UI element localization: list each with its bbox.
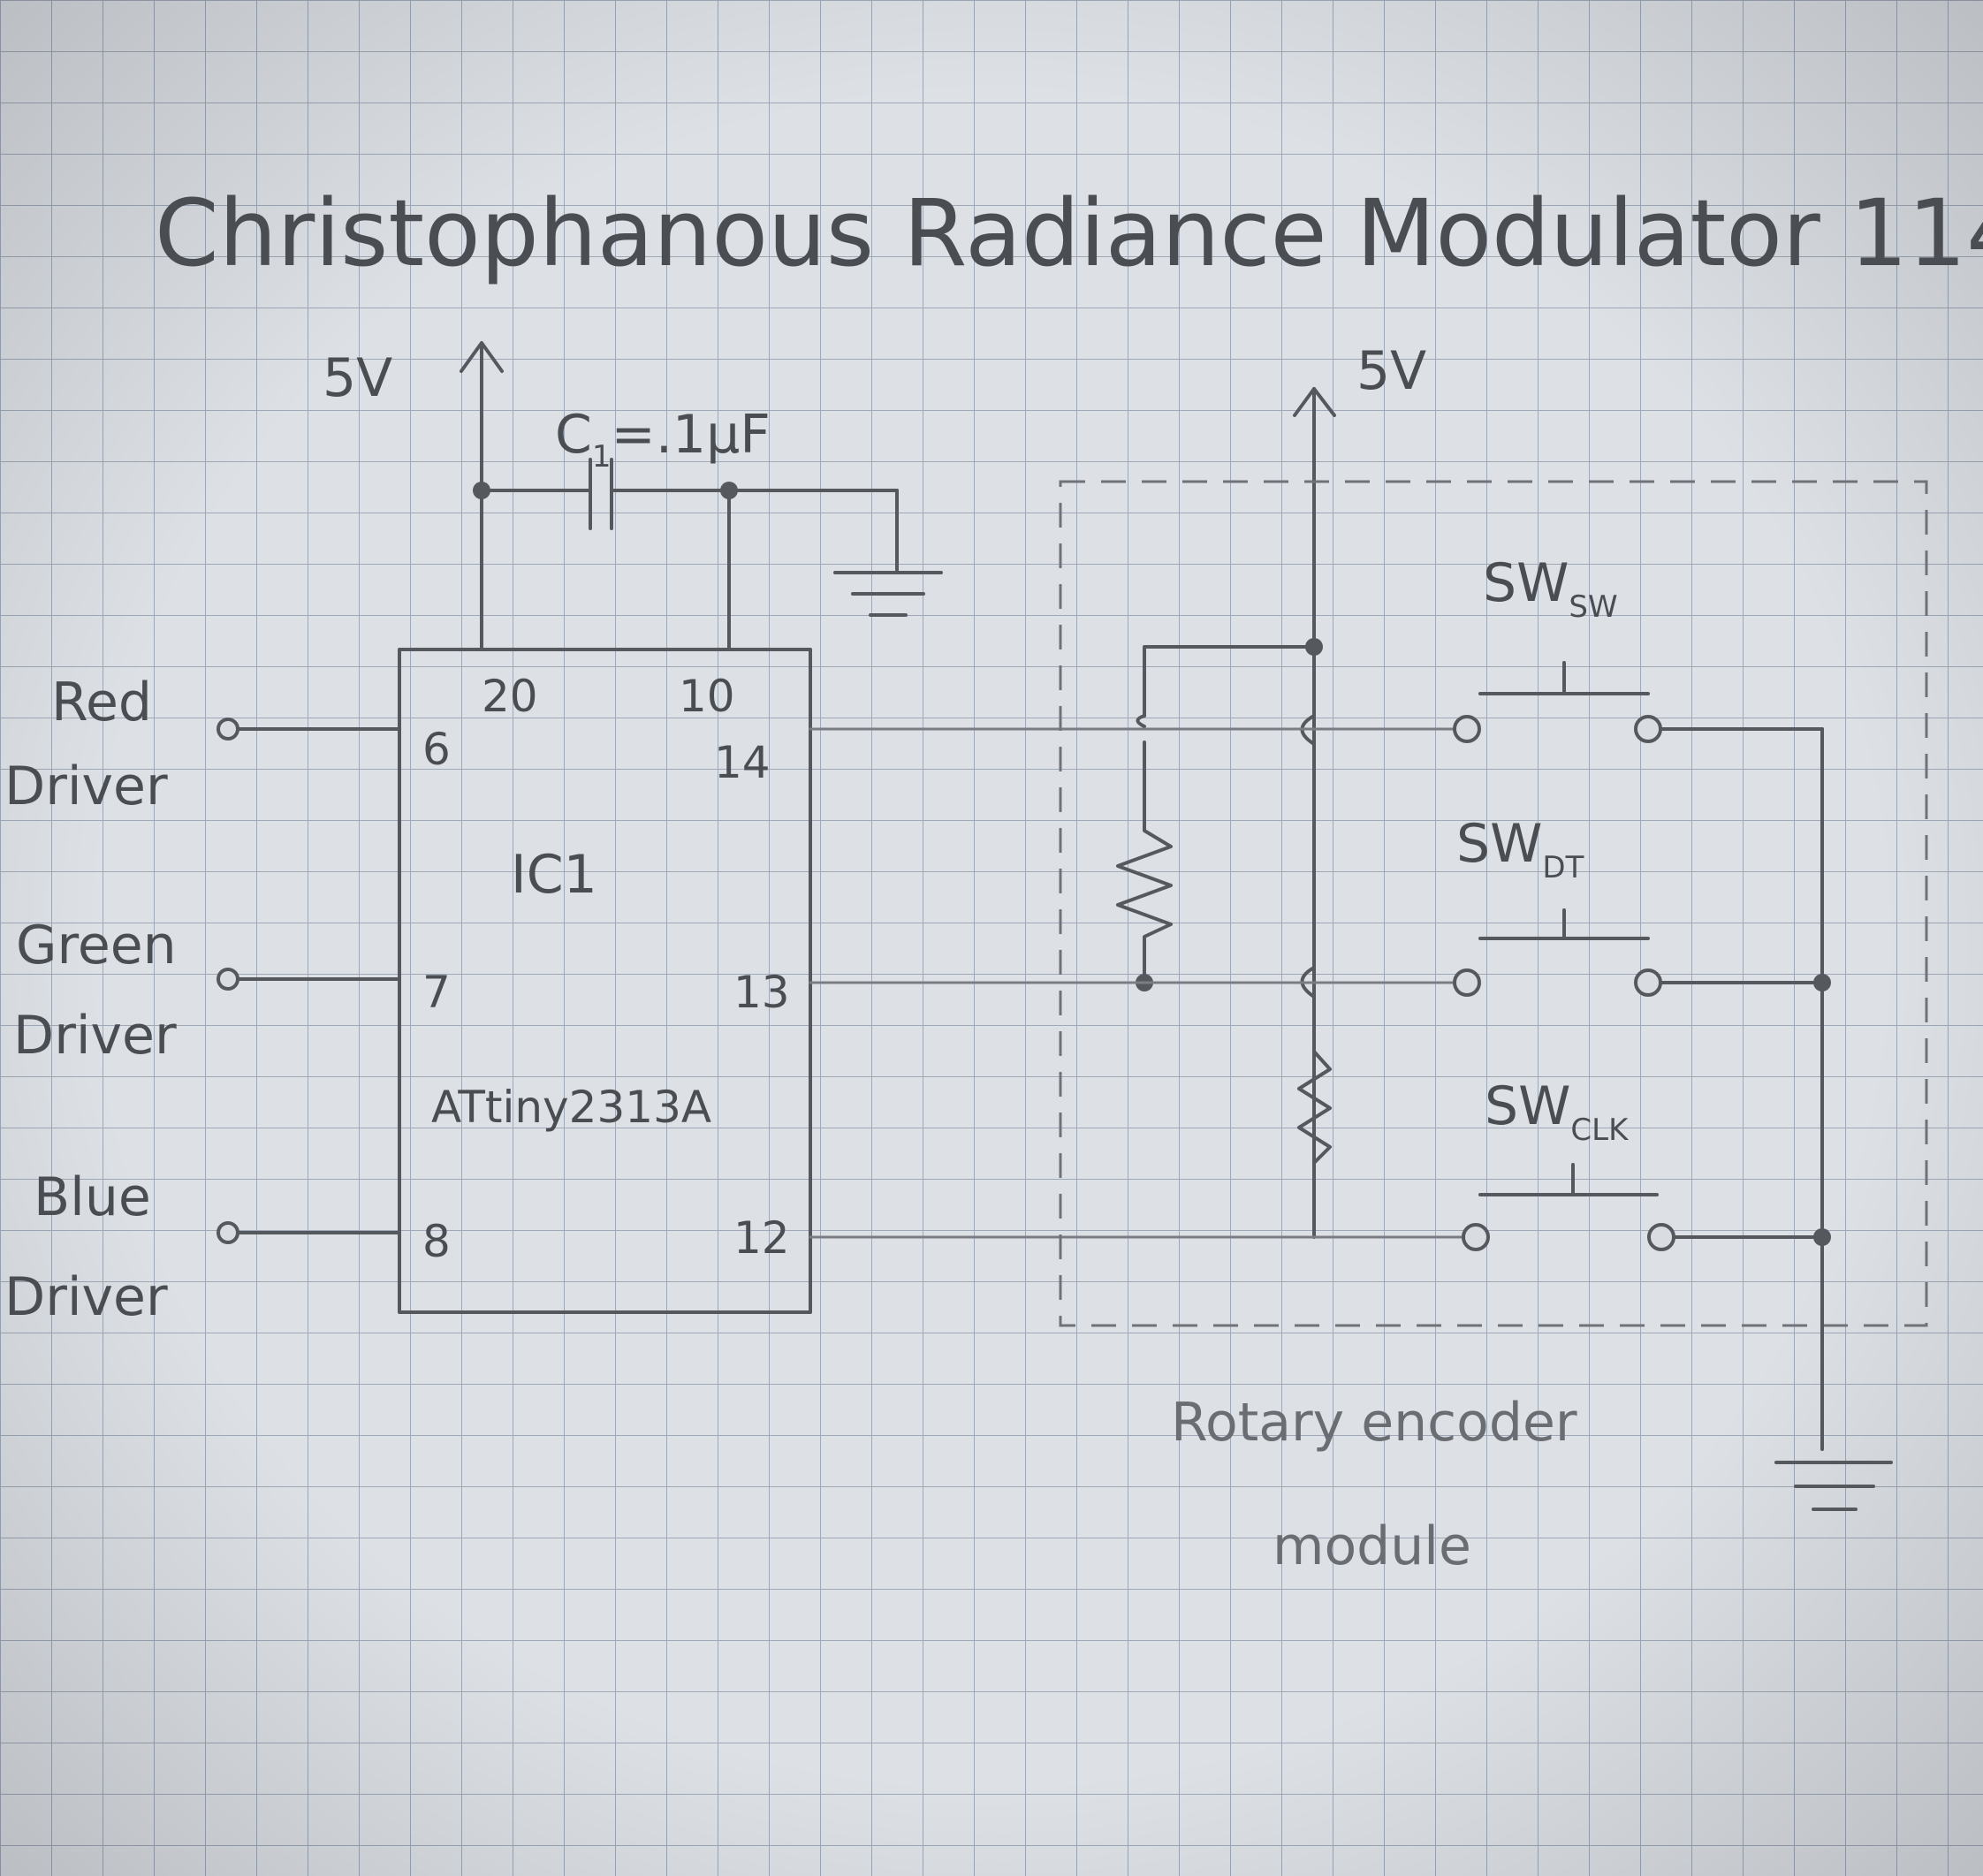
- green-driver-terminal: [217, 968, 239, 991]
- junction-vcc: [473, 482, 490, 499]
- green-driver-label-line2: Driver: [13, 1005, 177, 1067]
- red-driver-label-line1: Red: [51, 672, 152, 733]
- switch-sw: SWSW: [1453, 552, 1824, 743]
- blue-driver-label-line2: Driver: [4, 1266, 168, 1328]
- pin-13-label: 13: [733, 967, 790, 1018]
- junction-gnd-dt: [1813, 974, 1831, 991]
- pin-6-label: 6: [422, 724, 451, 775]
- blue-driver-terminal: [217, 1221, 239, 1244]
- green-driver-output: Green Driver: [13, 915, 401, 1067]
- supply-arrow-right: [1293, 387, 1336, 417]
- switch-sw-label: SWSW: [1483, 552, 1618, 625]
- switch-clk-label: SWCLK: [1485, 1075, 1630, 1148]
- schematic-title: Christophanous Radiance Modulator 114B: [155, 179, 1983, 287]
- supply-5v-left-label: 5V: [323, 347, 392, 409]
- switch-dt-label: SWDT: [1456, 813, 1584, 885]
- blue-driver-label-line1: Blue: [34, 1166, 151, 1228]
- ground-symbol-bottom: [1774, 1461, 1893, 1511]
- switch-clk-terminal-b: [1647, 1223, 1675, 1251]
- pin-14-label: 14: [714, 737, 771, 788]
- ic1-part-number: ATtiny2313A: [431, 1082, 711, 1133]
- resistor-zigzag-a: [1116, 741, 1173, 984]
- switch-dt: SWDT: [1453, 813, 1824, 997]
- pullup-resistor-pin12: [1297, 1050, 1332, 1165]
- resistor-zigzag-b: [1297, 1050, 1332, 1165]
- red-driver-label-line2: Driver: [4, 756, 168, 817]
- junction-gnd: [720, 482, 738, 499]
- switch-dt-terminal-a: [1453, 968, 1481, 997]
- switch-sw-terminal-b: [1634, 715, 1662, 743]
- junction-gnd-clk: [1813, 1228, 1831, 1246]
- pullup-resistor-pin13: [1116, 645, 1316, 991]
- capacitor-label: C1=.1µF: [555, 404, 771, 475]
- supply-arrow-left: [460, 341, 504, 373]
- ic1-attiny2313a: 20 10 6 14 IC1 7 13 ATtiny2313A 8 12: [398, 648, 812, 1314]
- encoder-ground-rail: [1813, 727, 1831, 1451]
- pin-7-label: 7: [422, 967, 451, 1018]
- blue-driver-output: Blue Driver: [4, 1166, 401, 1328]
- switch-dt-terminal-b: [1634, 968, 1662, 997]
- module-label-line1: Rotary encoder: [1171, 1392, 1577, 1454]
- switch-clk: SWCLK: [1462, 1075, 1824, 1251]
- capacitor-c1: C1=.1µF: [473, 404, 899, 651]
- green-driver-label-line1: Green: [16, 915, 177, 976]
- pin-12-label: 12: [733, 1212, 790, 1264]
- pin-8-label: 8: [422, 1216, 451, 1267]
- module-label-line2: module: [1273, 1515, 1471, 1577]
- switch-sw-terminal-a: [1453, 715, 1481, 743]
- switch-clk-terminal-a: [1462, 1223, 1490, 1251]
- pin-20-label: 20: [482, 671, 538, 722]
- supply-5v-right-label: 5V: [1356, 340, 1426, 402]
- red-driver-terminal: [217, 718, 239, 741]
- red-driver-output: Red Driver: [4, 672, 401, 817]
- supply-5v-right: 5V: [1293, 340, 1426, 1239]
- wire-hop-pin14: [1136, 714, 1146, 728]
- pin-10-label: 10: [679, 671, 735, 722]
- ic1-designator: IC1: [511, 844, 597, 906]
- ground-symbol-top: [833, 489, 943, 617]
